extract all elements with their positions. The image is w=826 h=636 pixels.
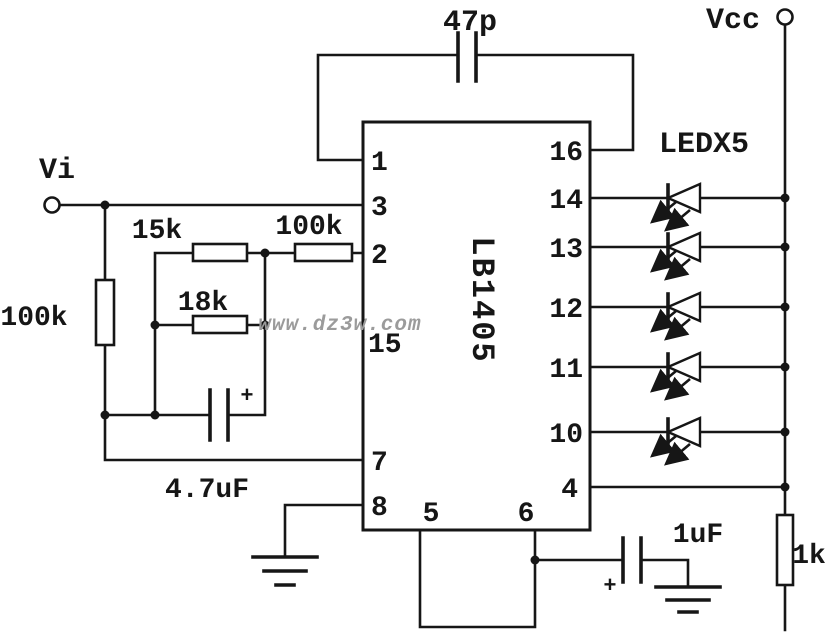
- pin-label-6: 6: [518, 499, 535, 530]
- ground-icon: [654, 585, 722, 614]
- capacitor-1u-icon: [621, 536, 643, 584]
- plus-sign-4u7: +: [240, 384, 253, 409]
- pin-label-16: 16: [549, 138, 583, 169]
- pin-label-4: 4: [561, 475, 578, 506]
- pin-label-3: 3: [371, 193, 388, 224]
- pin-label-15: 15: [368, 330, 402, 361]
- wire-top-cap-loop: [316, 53, 635, 162]
- led-icon: [650, 182, 702, 232]
- resistor-15k-icon: [191, 242, 249, 263]
- led-icon: [650, 351, 702, 401]
- pin-label-11: 11: [549, 355, 583, 386]
- junction-dots: [100, 193, 790, 565]
- watermark: www.dz3w.com: [258, 314, 421, 337]
- vi-terminal-icon: [43, 196, 61, 214]
- res-100k-feedback-label: 100k: [275, 212, 342, 243]
- cap-47p-label: 47p: [443, 6, 497, 40]
- pin-label-7: 7: [371, 448, 388, 479]
- res-1k-label: 1k: [792, 541, 826, 572]
- led-icon: [650, 291, 702, 341]
- wire-led-rows: [588, 196, 787, 434]
- component-labels: 47p Vcc Vi LEDX5 15k 100k 18k 100k 4.7uF…: [0, 4, 826, 599]
- led-icon: [650, 231, 702, 281]
- pin-label-8: 8: [371, 493, 388, 524]
- wire-left-branches: [103, 203, 365, 559]
- ground-icon: [251, 555, 319, 587]
- resistor-100k-input-icon: [94, 278, 116, 347]
- res-100k-input-label: 100k: [0, 303, 67, 334]
- pin-label-14: 14: [549, 186, 583, 217]
- pin-label-1: 1: [371, 148, 388, 179]
- res-18k-label: 18k: [178, 288, 229, 319]
- resistor-100k-feedback-icon: [293, 242, 354, 263]
- pin-label-13: 13: [549, 235, 583, 266]
- pin-label-10: 10: [549, 420, 583, 451]
- wires: [57, 22, 787, 632]
- cap-4u7-label: 4.7uF: [165, 475, 249, 506]
- pin-label-2: 2: [371, 241, 388, 272]
- res-15k-label: 15k: [132, 216, 183, 247]
- wire-bottom-loop: [418, 528, 690, 629]
- pin-label-12: 12: [549, 295, 583, 326]
- vi-label: Vi: [39, 154, 75, 188]
- cap-1u-label: 1uF: [673, 520, 723, 551]
- capacitor-4u7-icon: [208, 388, 230, 442]
- capacitor-47p-icon: [456, 31, 478, 83]
- vcc-terminal-icon: [776, 8, 794, 26]
- plus-sign-1u: +: [603, 574, 616, 599]
- ic-body: [361, 120, 592, 532]
- resistor-1k-icon: [775, 513, 795, 587]
- ledx5-label: LEDX5: [659, 128, 749, 162]
- ic-name: LB1405: [463, 236, 500, 363]
- resistor-18k-icon: [191, 314, 249, 335]
- led-icon: [650, 416, 702, 466]
- vcc-label: Vcc: [706, 4, 760, 38]
- pin-label-5: 5: [423, 499, 440, 530]
- ic-pin-numbers: 1 3 2 15 7 8 16 14 13 12 11 10 4 5 6: [368, 138, 583, 530]
